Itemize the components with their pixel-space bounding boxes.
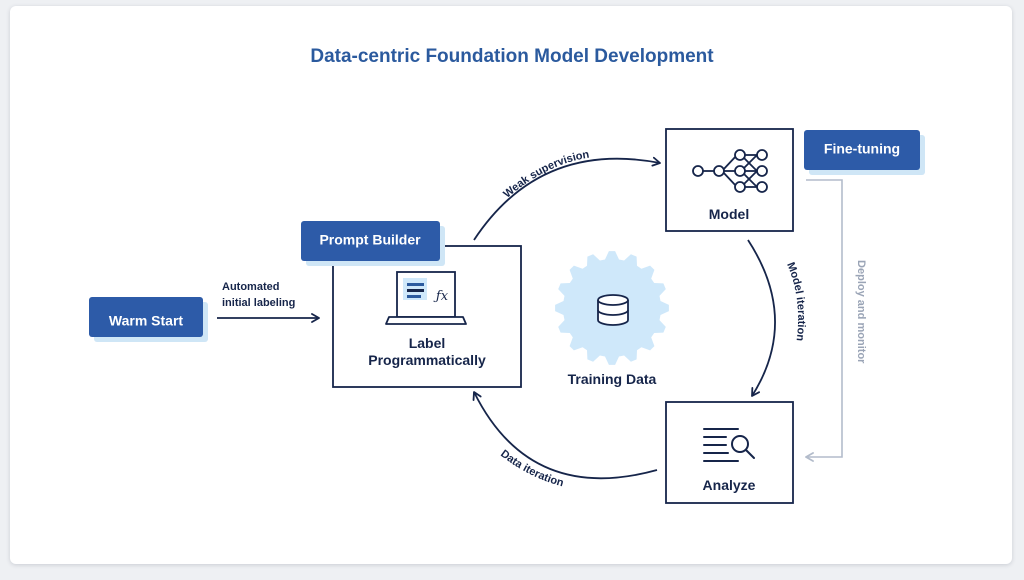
- training-data-label: Training Data: [568, 371, 657, 387]
- training-data-node: Training Data: [555, 251, 669, 387]
- model-node: Model: [665, 128, 794, 232]
- neural-network-icon: [692, 149, 768, 193]
- automated-labeling-line1: Automated: [222, 281, 279, 293]
- label-programmatically-node: ƒx Label Programmatically: [332, 245, 522, 388]
- model-iteration-edge: Model iteration: [747, 239, 807, 397]
- svg-text:ƒx: ƒx: [433, 289, 449, 304]
- weak-supervision-label: Weak supervision: [501, 149, 590, 201]
- automated-labeling-edge: Automated initial labeling: [217, 281, 320, 323]
- database-icon: [597, 294, 629, 326]
- diagram-title: Data-centric Foundation Model Developmen…: [310, 46, 714, 67]
- fine-tuning-label: Fine-tuning: [824, 141, 900, 157]
- label-programmatically-line2: Programmatically: [368, 352, 486, 368]
- warm-start-badge: Warm Start: [89, 297, 208, 342]
- model-iteration-label: Model iteration: [784, 261, 807, 342]
- warm-start-label: Warm Start: [109, 313, 184, 329]
- document-search-icon: [703, 428, 755, 462]
- deploy-monitor-edge: Deploy and monitor: [805, 179, 867, 462]
- data-iteration-edge: Data iteration: [472, 391, 658, 490]
- weak-supervision-edge: Weak supervision: [473, 149, 661, 241]
- label-programmatically-line1: Label: [409, 335, 446, 351]
- deploy-monitor-label: Deploy and monitor: [855, 260, 867, 364]
- model-label: Model: [709, 206, 749, 222]
- automated-labeling-line2: initial labeling: [222, 297, 295, 309]
- prompt-builder-badge: Prompt Builder: [301, 221, 445, 266]
- prompt-builder-label: Prompt Builder: [319, 232, 421, 248]
- fine-tuning-badge: Fine-tuning: [804, 130, 925, 175]
- analyze-node: Analyze: [665, 401, 794, 504]
- laptop-formula-icon: ƒx: [385, 271, 467, 325]
- data-iteration-label: Data iteration: [498, 448, 565, 490]
- analyze-label: Analyze: [703, 477, 756, 493]
